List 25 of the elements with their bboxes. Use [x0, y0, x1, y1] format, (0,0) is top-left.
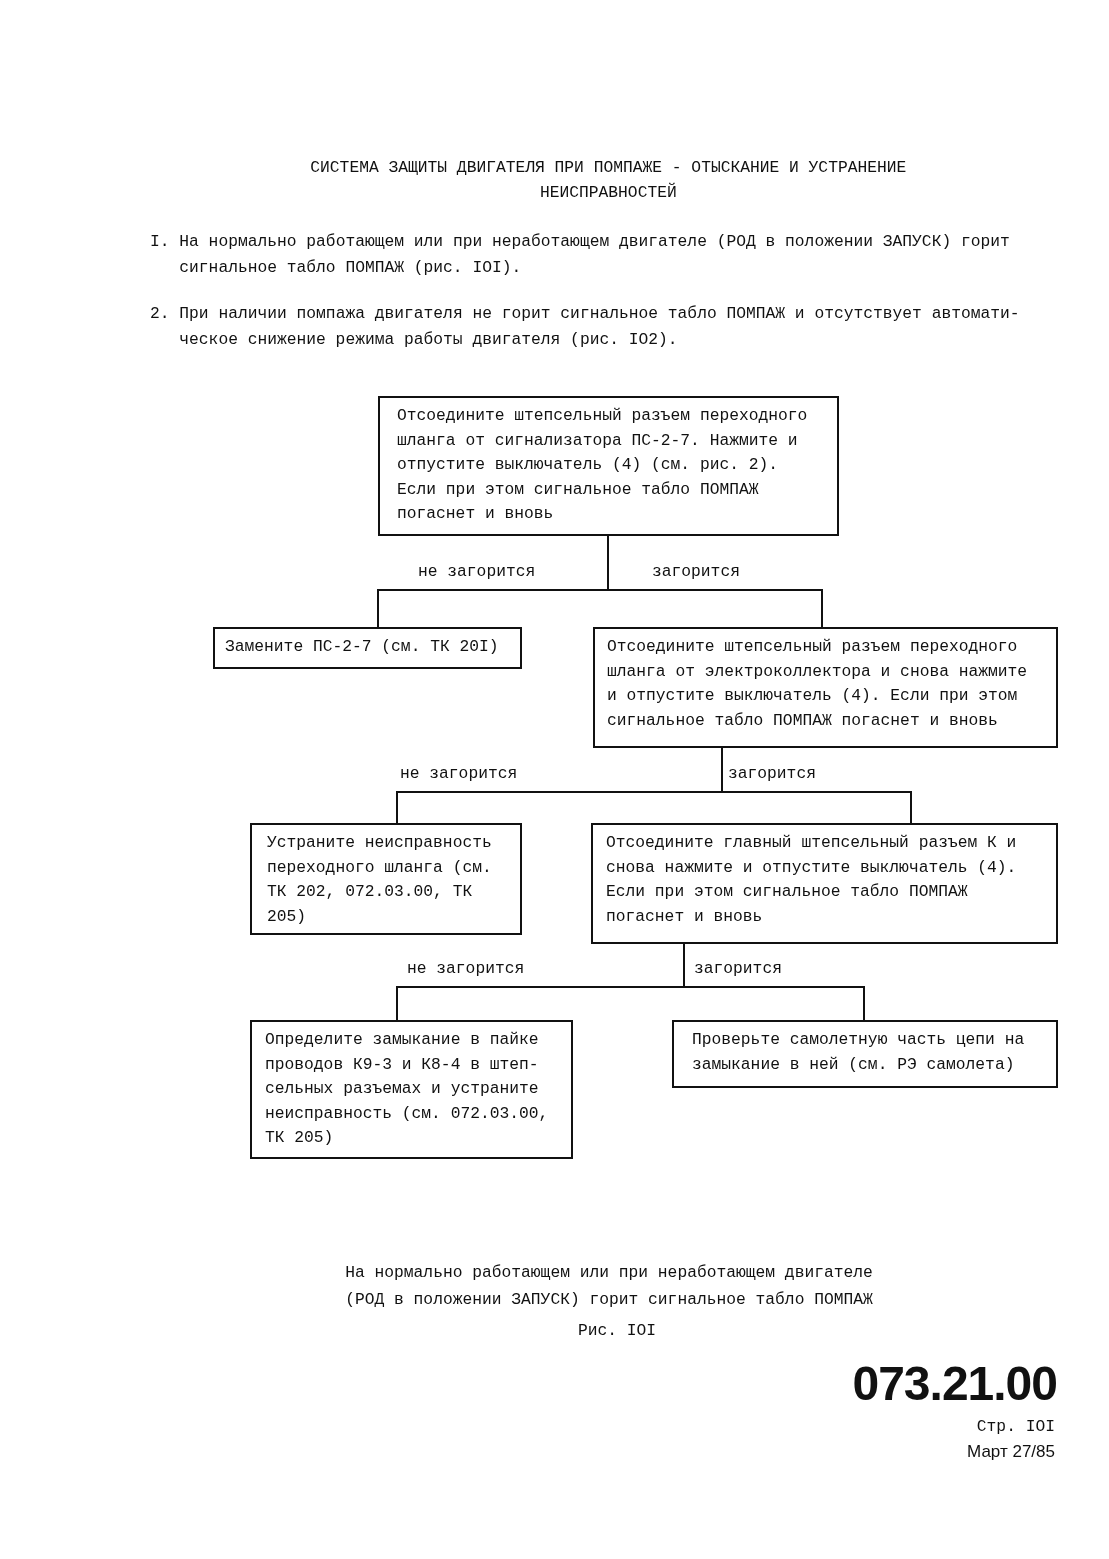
step-box [213, 627, 522, 669]
numbered-item: 2. При наличии помпажа двигателя не горит сигнальное табло ПОМПАЖ и отсутствует автомати- ческое снижение режима работы двигателя (рис. IO2). [150, 303, 1021, 351]
connector-line [607, 535, 823, 628]
step-text: Определите замыкание в пайке проводов К9-3 и К8-4 в штеп- сельных разъемах и устраните неисправность (см. 072.03.00, ТК 205) [265, 1029, 550, 1149]
step-text: Проверьте самолетную часть цепи на замыкание в ней (см. РЭ самолета) [692, 1029, 1026, 1076]
step-box [591, 823, 1058, 944]
step-text: Отсоедините главный штепсельный разъем К и снова нажмите и отпустите выключатель (4). Если при этом сигнальное табло ПОМПАЖ погаснет и вновь [606, 832, 1018, 928]
figure-number: Рис. IOI [576, 1320, 658, 1342]
connector-line [721, 747, 912, 824]
document-code: 073.21.00 [852, 1356, 1057, 1412]
step-box [250, 823, 522, 935]
step-box [593, 627, 1058, 748]
step-box [250, 1020, 573, 1159]
step-text: Замените ПС-2-7 (см. ТК 20I) [225, 636, 500, 658]
step-text: Отсоедините штепсельный разъем переходного шланга от электроколлектора и снова нажмите и отпустите выключатель (4). Если при этом сигнальное табло ПОМПАЖ погаснет и вновь [607, 636, 1029, 732]
title-heading: СИСТЕМА ЗАЩИТЫ ДВИГАТЕЛЯ ПРИ ПОМПАЖЕ - ОТЫСКАНИЕ И УСТРАНЕНИЕ НЕИСПРАВНОСТЕЙ [309, 157, 908, 204]
connector-line [683, 943, 865, 1021]
step-box [672, 1020, 1058, 1088]
numbered-item: I. На нормально работающем или при неработающем двигателе (РОД в положении ЗАПУСК) горит сигнальное табло ПОМПАЖ (рис. IOI). [150, 231, 1011, 279]
step-text: Отсоедините штепсельный разъем переходного шланга от сигнализатора ПС-2-7. Нажмите и отпустите выключатель (4) (см. рис. 2). Если при этом сигнальное табло ПОМПАЖ погаснет и вновь [397, 405, 809, 525]
step-text: Устраните неисправность переходного шланга (см. ТК 202, 072.03.00, ТК 205) [267, 832, 493, 928]
figure-caption: На нормально работающем или при неработающем двигателе (РОД в положении ЗАПУСК) горит сигнальное табло ПОМПАЖ [344, 1262, 874, 1311]
revision-date: Март 27/85 [967, 1441, 1055, 1463]
page-number: Стр. IOI [976, 1416, 1055, 1438]
step-box [378, 396, 839, 536]
